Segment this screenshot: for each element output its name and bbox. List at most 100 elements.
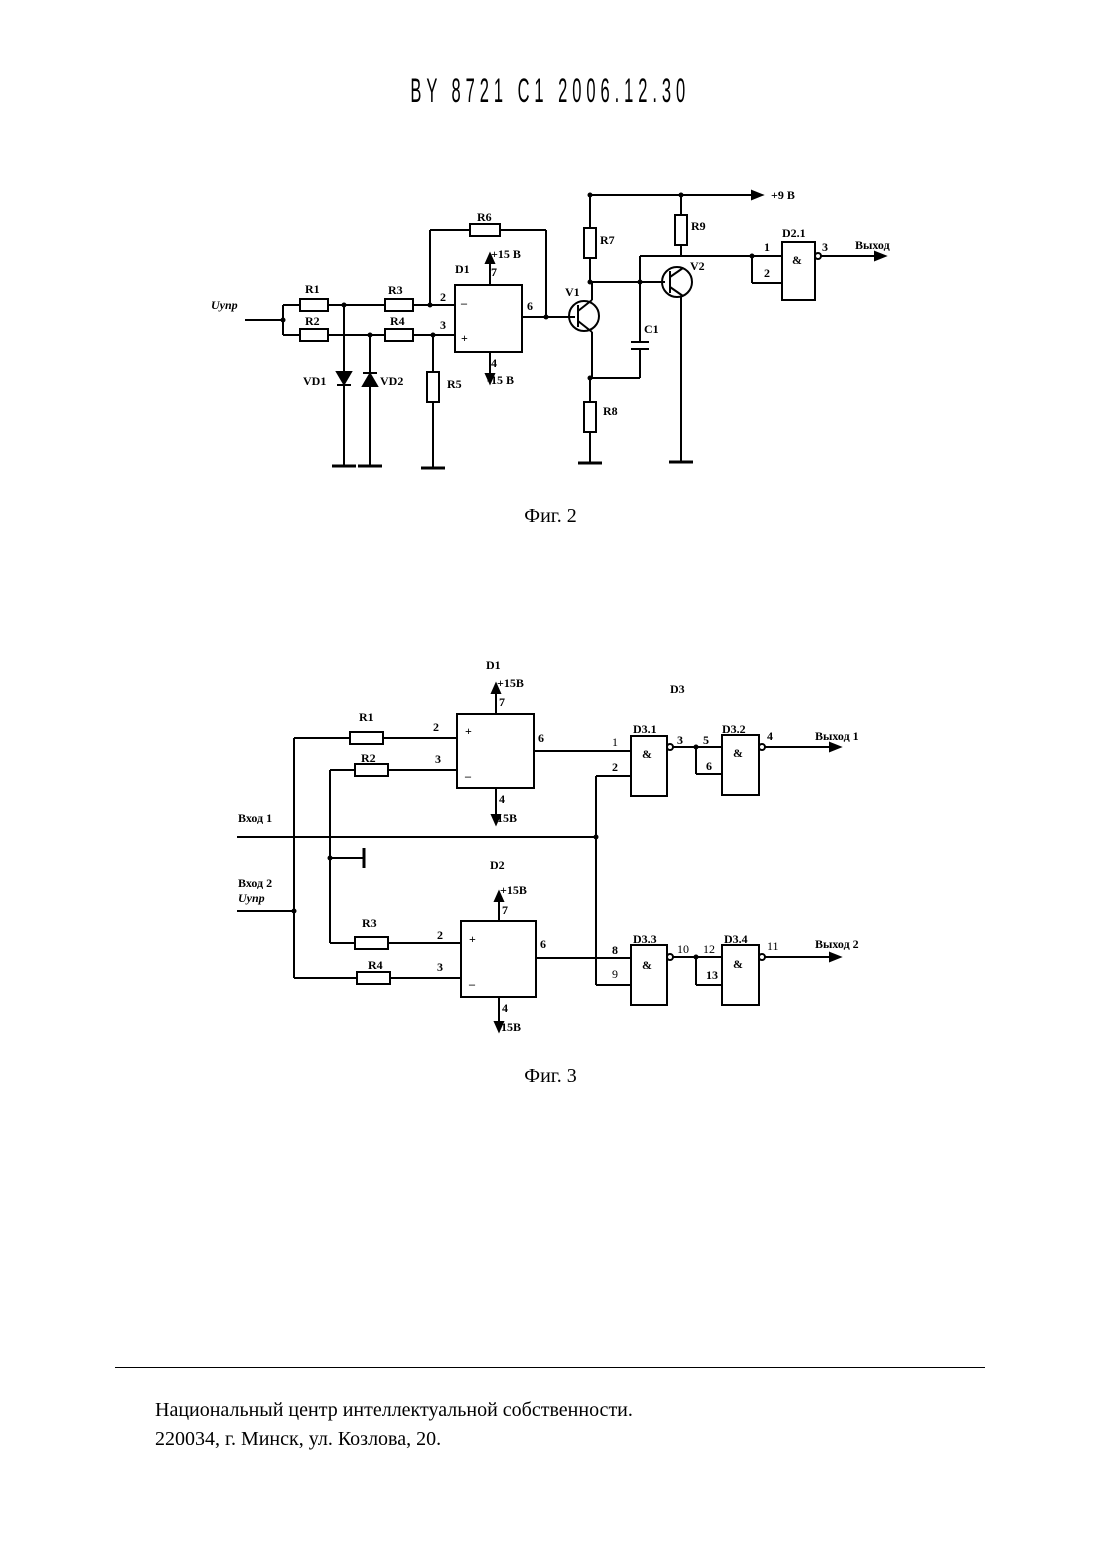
fig2-r4-label: R4 bbox=[390, 314, 405, 328]
fig3-d34-and-label: & bbox=[733, 957, 743, 971]
fig2-r6-label: R6 bbox=[477, 210, 492, 224]
fig2-r8-label: R8 bbox=[603, 404, 618, 418]
fig3-d33-label: D3.3 bbox=[633, 932, 657, 946]
fig3-input2-label: Вход 2 bbox=[238, 876, 272, 890]
fig3-d2-plus15-label: +15В bbox=[500, 883, 527, 897]
fig3-d2-pin6-label: 6 bbox=[540, 937, 546, 951]
fig3-pin4-label: 4 bbox=[767, 729, 773, 743]
figure-2-caption: Фиг. 2 bbox=[0, 505, 1101, 528]
fig2-v2-label: V2 bbox=[690, 259, 705, 273]
fig2-r5-resistor bbox=[427, 372, 439, 402]
fig2-r9-label: R9 bbox=[691, 219, 706, 233]
fig2-r2-resistor bbox=[300, 329, 328, 341]
fig3-r3-label: R3 bbox=[362, 916, 377, 930]
fig3-pin6-label: 6 bbox=[706, 759, 712, 773]
fig2-r1-label: R1 bbox=[305, 282, 320, 296]
fig3-uupr-label: Uупр bbox=[238, 891, 265, 905]
fig3-d2-pin2-label: 2 bbox=[437, 928, 443, 942]
fig3-d2-pin3-label: 3 bbox=[437, 960, 443, 974]
fig3-d34-label: D3.4 bbox=[724, 932, 748, 946]
fig2-r3-label: R3 bbox=[388, 283, 403, 297]
fig3-r1-label: R1 bbox=[359, 710, 374, 724]
fig3-d2-pin7-label: 7 bbox=[502, 903, 508, 917]
fig2-r8-resistor bbox=[584, 402, 596, 432]
fig3-d34-gate bbox=[722, 945, 759, 1005]
fig3-d31-and-label: & bbox=[642, 747, 652, 761]
fig3-d1-pin6-label: 6 bbox=[538, 731, 544, 745]
fig2-pin2-label: 2 bbox=[440, 290, 446, 304]
fig2-vd2-diode bbox=[363, 374, 377, 386]
fig2-and-label: & bbox=[792, 253, 802, 267]
fig3-pin13-label: 13 bbox=[706, 968, 718, 982]
fig3-d33-and-label: & bbox=[642, 958, 652, 972]
fig3-r1-resistor bbox=[350, 732, 383, 744]
footer-divider bbox=[115, 1367, 985, 1368]
fig2-r3-resistor bbox=[385, 299, 413, 311]
fig2-r7-label: R7 bbox=[600, 233, 615, 247]
fig2-pin6-label: 6 bbox=[527, 299, 533, 313]
fig3-output1-label: Выход 1 bbox=[815, 729, 859, 743]
fig3-pin2-label: 2 bbox=[612, 760, 618, 774]
fig2-vd1-label: VD1 bbox=[303, 374, 326, 388]
fig2-vd2-label: VD2 bbox=[380, 374, 403, 388]
fig3-pin9-label: 9 bbox=[612, 967, 618, 981]
fig3-d1-minus-label: – bbox=[464, 769, 472, 783]
fig3-r4-resistor bbox=[357, 972, 390, 984]
fig3-d2-pin4-label: 4 bbox=[502, 1001, 508, 1015]
fig2-r5-label: R5 bbox=[447, 377, 462, 391]
fig3-output2-label: Выход 2 bbox=[815, 937, 859, 951]
fig2-d1-label: D1 bbox=[455, 262, 470, 276]
figure-3-circuit: D1 D3 D2 +15В -15В +15В -15В R1 R2 R3 R4… bbox=[220, 655, 880, 1040]
fig3-pin11-label: 11 bbox=[767, 939, 779, 953]
fig2-plus9-label: +9 В bbox=[771, 188, 795, 202]
fig2-pin3-label: 3 bbox=[440, 318, 446, 332]
fig3-pin1-label: 1 bbox=[612, 735, 618, 749]
fig3-d33-gate bbox=[631, 945, 667, 1005]
fig3-d2-label: D2 bbox=[490, 858, 505, 872]
fig3-pin5-label: 5 bbox=[703, 733, 709, 747]
fig2-c1-label: C1 bbox=[644, 322, 659, 336]
fig2-gate-pin1-label: 1 bbox=[764, 240, 770, 254]
fig3-r2-resistor bbox=[355, 764, 388, 776]
document-header: BY 8721 C1 2006.12.30 bbox=[248, 72, 854, 111]
fig2-r6-resistor bbox=[470, 224, 500, 236]
fig3-pin3-label: 3 bbox=[677, 733, 683, 747]
footer-line-2: 220034, г. Минск, ул. Козлова, 20. bbox=[155, 1425, 633, 1454]
fig3-d1-pin3-label: 3 bbox=[435, 752, 441, 766]
fig2-r4-resistor bbox=[385, 329, 413, 341]
fig3-d1-plus15-label: +15В bbox=[497, 676, 524, 690]
fig2-vd1-diode bbox=[337, 372, 351, 384]
fig2-r9-resistor bbox=[675, 215, 687, 245]
figure-2-circuit: Uупр R1 R2 R3 R4 R5 R6 R7 R8 R9 VD1 VD2 … bbox=[200, 180, 900, 480]
fig2-plus15-label: +15 В bbox=[491, 247, 521, 261]
fig2-gate-pin3-label: 3 bbox=[822, 240, 828, 254]
footer-line-1: Национальный центр интеллектуальной собс… bbox=[155, 1396, 633, 1425]
fig2-d21-label: D2.1 bbox=[782, 226, 806, 240]
fig3-d3-label: D3 bbox=[670, 682, 685, 696]
fig3-pin12-label: 12 bbox=[703, 942, 715, 956]
fig3-d1-pin4-label: 4 bbox=[499, 792, 505, 806]
fig2-v1-label: V1 bbox=[565, 285, 580, 299]
fig2-input-label: Uупр bbox=[211, 298, 238, 312]
fig3-d2-plus-label: + bbox=[469, 932, 476, 946]
fig3-r3-resistor bbox=[355, 937, 388, 949]
footer: Национальный центр интеллектуальной собс… bbox=[155, 1396, 633, 1454]
fig2-gate-pin2-label: 2 bbox=[764, 266, 770, 280]
fig3-d1-plus-label: + bbox=[465, 724, 472, 738]
fig3-d31-gate bbox=[631, 736, 667, 796]
fig3-d1-label: D1 bbox=[486, 658, 501, 672]
fig3-d32-and-label: & bbox=[733, 746, 743, 760]
fig2-r1-resistor bbox=[300, 299, 328, 311]
fig2-minus15-label: -15 В bbox=[487, 373, 514, 387]
fig3-d32-gate bbox=[722, 735, 759, 795]
fig3-r2-label: R2 bbox=[361, 751, 376, 765]
fig3-d1-pin7-label: 7 bbox=[499, 695, 505, 709]
fig3-input1-label: Вход 1 bbox=[238, 811, 272, 825]
figure-3-caption: Фиг. 3 bbox=[0, 1065, 1101, 1088]
fig2-minus-label: – bbox=[460, 296, 468, 310]
fig2-d21-gate bbox=[782, 242, 815, 300]
fig3-d2-minus15-label: -15В bbox=[497, 1020, 521, 1034]
fig3-pin8-label: 8 bbox=[612, 943, 618, 957]
fig3-d1-pin2-label: 2 bbox=[433, 720, 439, 734]
fig2-r2-label: R2 bbox=[305, 314, 320, 328]
